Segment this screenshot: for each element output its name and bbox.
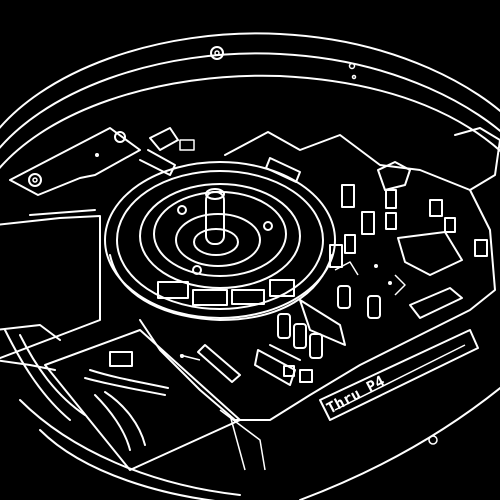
- circuit-board: Thru P4: [139, 127, 500, 471]
- small-hole: [348, 62, 356, 70]
- outer-housing: [0, 32, 500, 500]
- top-screw-hole: [210, 46, 224, 60]
- chip: [341, 184, 355, 208]
- tonearm-rest: [44, 329, 241, 471]
- left-panels: [0, 209, 101, 421]
- left-bracket: [9, 127, 195, 196]
- bottom-screw-hole: [428, 435, 438, 445]
- capacitor: [277, 313, 291, 339]
- platter-assembly: [104, 161, 336, 321]
- spindle: [205, 191, 225, 245]
